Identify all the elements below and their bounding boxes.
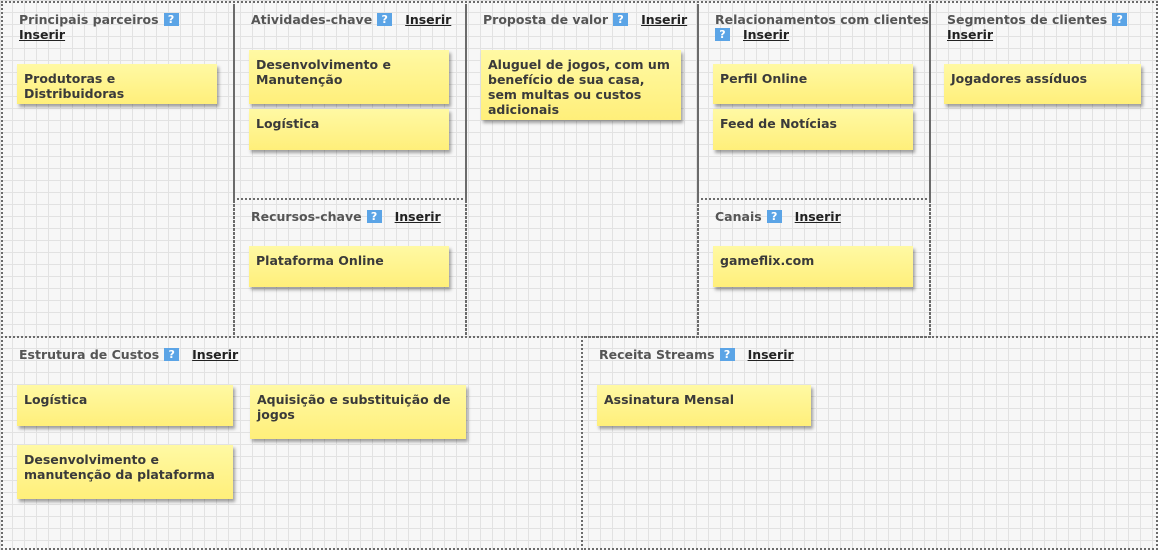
sticky-note[interactable]: Desenvolvimento e Manutenção xyxy=(249,50,449,104)
section-title: Principais parceiros xyxy=(19,12,159,27)
help-icon[interactable]: ? xyxy=(719,348,735,361)
sticky-note[interactable]: Logística xyxy=(249,109,449,150)
insert-link[interactable]: Inserir xyxy=(394,209,441,224)
section-title: Atividades-chave xyxy=(251,12,373,27)
section-customer-segments: Segmentos de clientes? Inserir Jogadores… xyxy=(929,1,1158,338)
sticky-note[interactable]: Aluguel de jogos, com um benefício de su… xyxy=(481,50,681,120)
section-key-resources: Recursos-chave? Inserir Plataforma Online xyxy=(233,198,467,338)
help-icon[interactable]: ? xyxy=(366,210,382,223)
section-title: Proposta de valor xyxy=(483,12,609,27)
insert-link[interactable]: Inserir xyxy=(19,27,66,42)
section-title: Relacionamentos com clientes xyxy=(715,12,929,27)
section-title: Receita Streams xyxy=(599,347,715,362)
section-title: Estrutura de Custos xyxy=(19,347,160,362)
section-cost-structure: Estrutura de Custos? Inserir Logística Aq… xyxy=(1,336,583,550)
insert-link[interactable]: Inserir xyxy=(405,12,452,27)
section-revenue-streams: Receita Streams? Inserir Assinatura Mensa… xyxy=(581,336,1158,550)
note-text: Feed de Notícias xyxy=(720,116,837,131)
note-text: Perfil Online xyxy=(720,71,808,86)
section-key-activities: Atividades-chave? Inserir Desenvolvimento… xyxy=(233,1,467,200)
section-header: Segmentos de clientes? Inserir xyxy=(947,12,1128,42)
sticky-note[interactable]: gameflix.com xyxy=(713,246,913,287)
insert-link[interactable]: Inserir xyxy=(192,347,239,362)
sticky-note[interactable]: Perfil Online xyxy=(713,64,913,104)
help-icon[interactable]: ? xyxy=(377,13,393,26)
note-text: Desenvolvimento e Manutenção xyxy=(256,57,391,87)
insert-link[interactable]: Inserir xyxy=(947,27,994,42)
note-text: Logística xyxy=(256,116,320,131)
note-text: Assinatura Mensal xyxy=(604,392,734,407)
sticky-note[interactable]: Desenvolvimento e manutenção da platafor… xyxy=(17,445,233,499)
sticky-note[interactable]: Jogadores assíduos xyxy=(944,64,1141,104)
help-icon[interactable]: ? xyxy=(163,13,179,26)
section-header: Receita Streams? Inserir xyxy=(599,347,794,362)
section-title: Canais xyxy=(715,209,762,224)
section-header: Canais? Inserir xyxy=(715,209,841,224)
sticky-note[interactable]: Logística xyxy=(17,385,233,426)
section-header: Recursos-chave? Inserir xyxy=(251,209,441,224)
sticky-note[interactable]: Aquisição e substituição de jogos xyxy=(250,385,466,439)
note-text: Desenvolvimento e manutenção da platafor… xyxy=(24,452,215,482)
insert-link[interactable]: Inserir xyxy=(794,209,841,224)
section-key-partners: Principais parceiros? Inserir Produtoras… xyxy=(1,1,235,338)
sticky-note[interactable]: Plataforma Online xyxy=(249,246,449,287)
sticky-note[interactable]: Feed de Notícias xyxy=(713,109,913,150)
note-text: Jogadores assíduos xyxy=(951,71,1088,86)
note-text: Aluguel de jogos, com um benefício de su… xyxy=(488,57,670,117)
note-text: gameflix.com xyxy=(720,253,815,268)
section-header: Estrutura de Custos? Inserir xyxy=(19,347,238,362)
section-customer-relationships: Relacionamentos com clientes ? Inserir Pe… xyxy=(697,1,931,200)
section-title: Recursos-chave xyxy=(251,209,362,224)
note-text: Plataforma Online xyxy=(256,253,384,268)
insert-link[interactable]: Inserir xyxy=(743,27,790,42)
section-header: Proposta de valor? Inserir xyxy=(483,12,687,27)
insert-link[interactable]: Inserir xyxy=(747,347,794,362)
section-header: Relacionamentos com clientes ? Inserir xyxy=(715,12,930,42)
section-channels: Canais? Inserir gameflix.com xyxy=(697,198,931,338)
section-header: Principais parceiros? Inserir xyxy=(19,12,179,42)
section-value-proposition: Proposta de valor? Inserir Aluguel de jog… xyxy=(465,1,699,338)
help-icon[interactable]: ? xyxy=(164,348,180,361)
help-icon[interactable]: ? xyxy=(766,210,782,223)
section-title: Segmentos de clientes xyxy=(947,12,1108,27)
sticky-note[interactable]: Assinatura Mensal xyxy=(597,385,811,426)
help-icon[interactable]: ? xyxy=(1112,13,1128,26)
section-header: Atividades-chave? Inserir xyxy=(251,12,451,27)
help-icon[interactable]: ? xyxy=(715,28,730,41)
note-text: Aquisição e substituição de jogos xyxy=(257,392,451,422)
help-icon[interactable]: ? xyxy=(613,13,629,26)
insert-link[interactable]: Inserir xyxy=(641,12,688,27)
note-text: Logística xyxy=(24,392,88,407)
sticky-note[interactable]: Produtoras e Distribuidoras xyxy=(17,64,217,104)
note-text: Produtoras e Distribuidoras xyxy=(24,71,125,101)
